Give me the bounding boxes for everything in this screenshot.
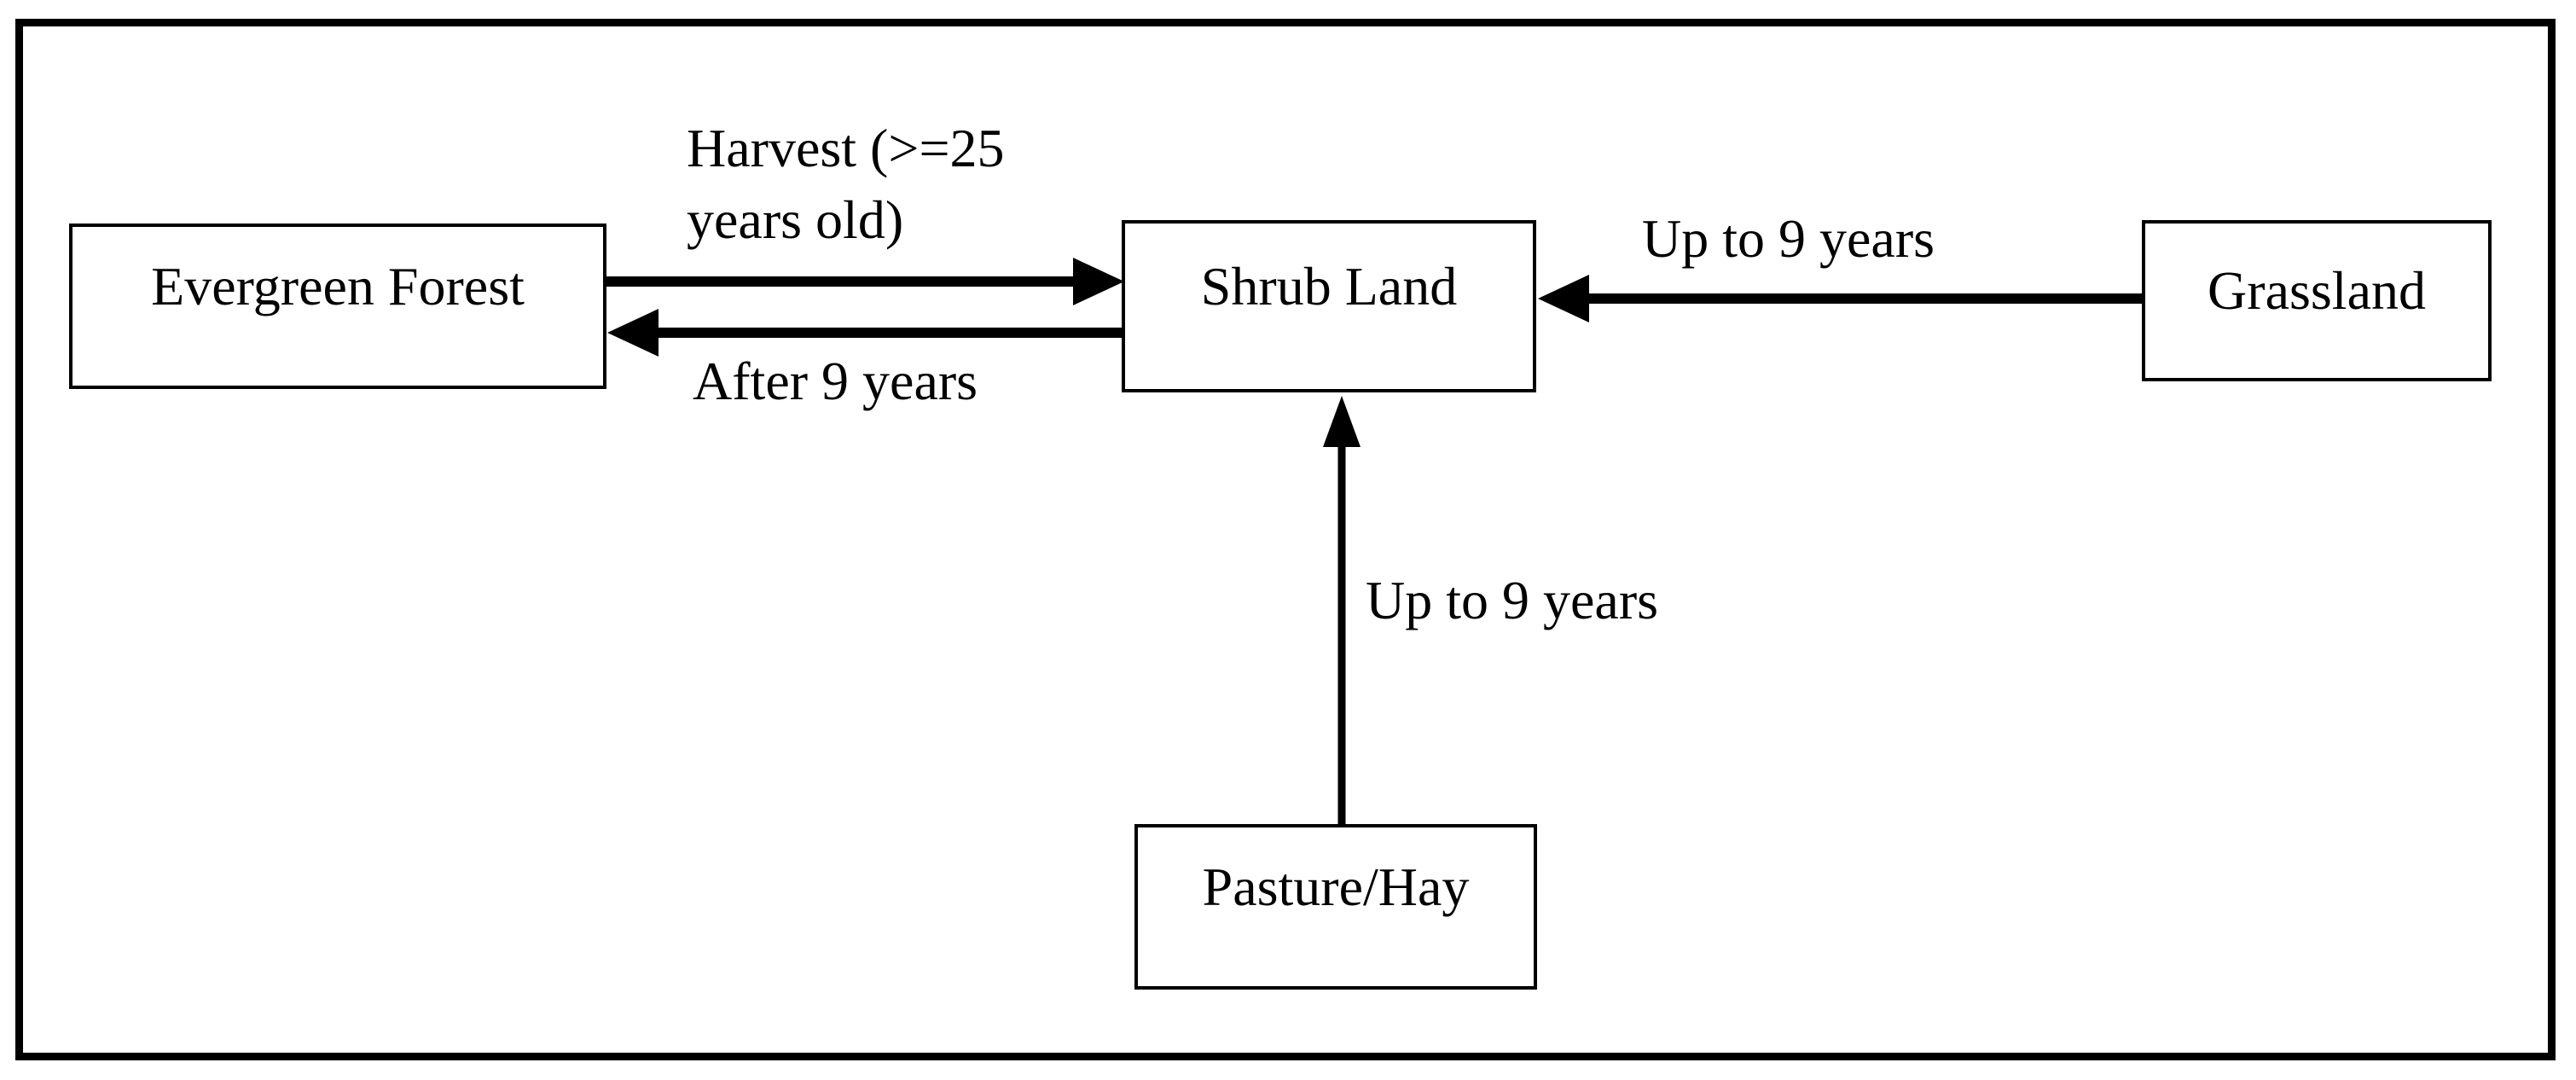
node-evergreen-forest-label: Evergreen Forest xyxy=(151,256,525,316)
edge-label-pasture-up-to-9-years: Up to 9 years xyxy=(1366,570,1659,630)
node-grassland: Grassland xyxy=(2142,220,2492,381)
edge-label-grassland-up-to-9-years: Up to 9 years xyxy=(1642,208,1935,269)
node-shrub-land: Shrub Land xyxy=(1122,220,1536,392)
node-pasture-hay: Pasture/Hay xyxy=(1134,824,1537,990)
node-grassland-label: Grassland xyxy=(2208,259,2426,321)
node-pasture-hay-label: Pasture/Hay xyxy=(1202,856,1470,917)
node-evergreen-forest: Evergreen Forest xyxy=(69,224,606,389)
node-shrub-land-label: Shrub Land xyxy=(1200,256,1458,316)
edge-label-harvest: Harvest (>=25 years old) xyxy=(687,118,1005,250)
edge-label-after-9-years: After 9 years xyxy=(693,351,978,411)
